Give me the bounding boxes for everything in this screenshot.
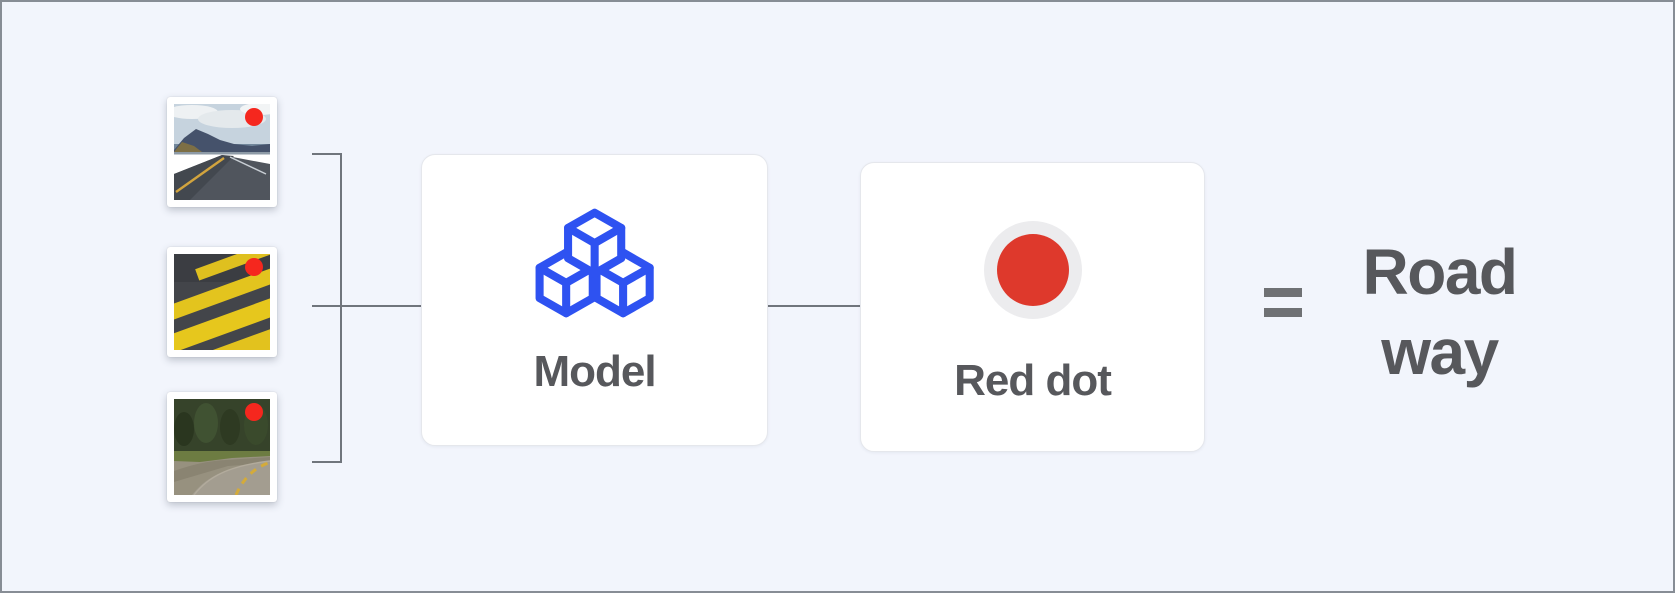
red-dot-circle: [983, 221, 1082, 319]
red-dot-marker: [245, 403, 263, 421]
bracket-top-stub: [312, 153, 342, 155]
input-photo-winding-forest-road: [167, 392, 277, 502]
output-label: Red dot: [954, 356, 1112, 405]
bracket-bottom-stub: [312, 461, 342, 463]
bracket-vertical-line: [340, 153, 342, 463]
input-photo-mountain-highway: [167, 97, 277, 207]
input-photo-yellow-crosswalk: [167, 247, 277, 357]
result-line-1: Road: [1362, 236, 1519, 308]
yellow-crosswalk-image: [174, 254, 270, 350]
mountain-highway-image: [174, 104, 270, 200]
output-card: Red dot: [860, 162, 1205, 452]
red-dot-marker: [245, 258, 263, 276]
model-card: Model: [421, 154, 768, 446]
cubes-icon: [532, 207, 657, 319]
winding-forest-road-image: [174, 399, 270, 495]
red-dot-fill: [996, 234, 1069, 306]
equals-bottom-bar: [1264, 308, 1302, 317]
bracket-to-model-line: [312, 305, 422, 307]
result-line-2: way: [1381, 316, 1499, 388]
model-to-output-line: [766, 305, 861, 307]
equals-sign: [1264, 288, 1302, 317]
red-dot-marker: [245, 108, 263, 126]
model-label: Model: [533, 347, 656, 396]
result-text: Road way: [1322, 232, 1557, 392]
equals-top-bar: [1264, 288, 1302, 297]
